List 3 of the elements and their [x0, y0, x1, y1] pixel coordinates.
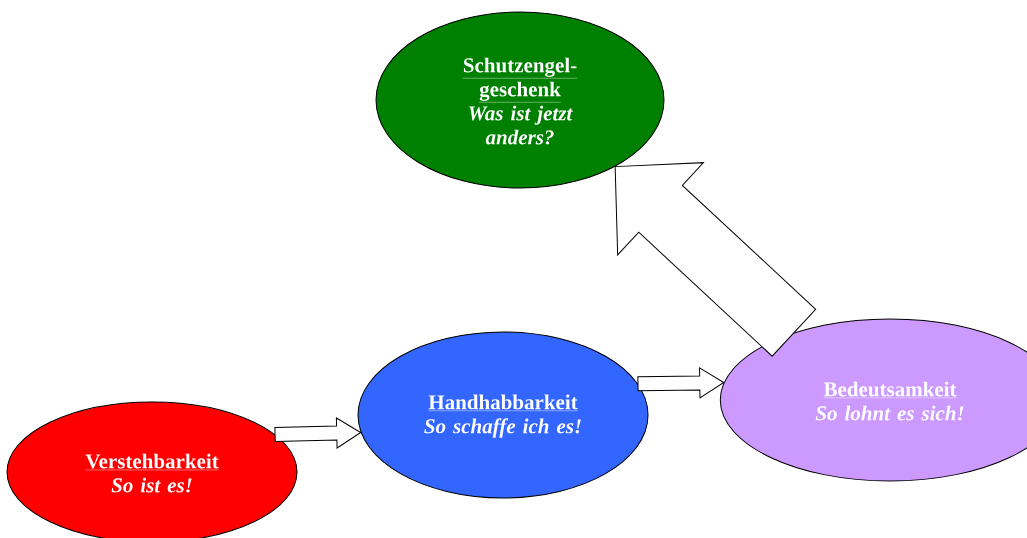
block-arrow [637, 367, 725, 399]
block-arrow [614, 162, 817, 357]
block-arrow [274, 417, 362, 449]
